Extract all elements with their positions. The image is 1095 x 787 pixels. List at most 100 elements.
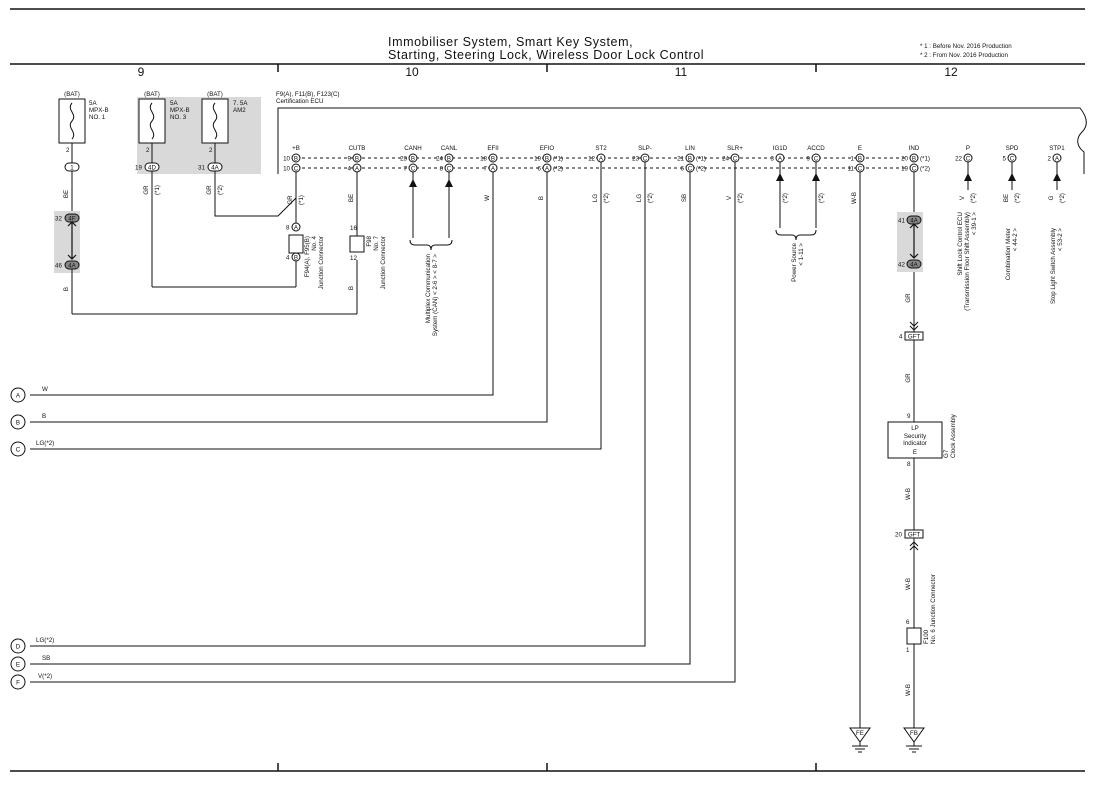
junction-connector-f94: A 8 B 4 F94(A), F95(B)No. 4Junction Conn… [286, 222, 325, 289]
svg-text:FE: FE [856, 730, 864, 737]
ecu-pin-number: 24 [436, 155, 443, 162]
ecu-pin-number: 24 [722, 155, 729, 162]
svg-text:32: 32 [55, 216, 62, 223]
svg-text:GR: GR [905, 293, 912, 303]
ecu-pin-number: 9 [348, 155, 352, 162]
svg-text:SB: SB [681, 194, 688, 202]
svg-text:GR: GR [905, 373, 912, 383]
ecu-pin-connector-letter: B [912, 155, 916, 162]
ecu-pin: C10 [283, 163, 301, 173]
column-11: 11 [675, 65, 688, 79]
ecu-pin-number: 22 [955, 155, 962, 162]
svg-text:W: W [484, 195, 491, 201]
ecu-pin-production-mark: (*1) [696, 155, 706, 162]
ecu-terminal-labels: +B CUTB CANH CANL EFII EFIO ST2 SLP- LIN… [292, 145, 1065, 152]
svg-text:G: G [1048, 195, 1055, 200]
svg-text:+B: +B [292, 145, 300, 152]
svg-text:B: B [63, 287, 70, 291]
ecu-pin-production-mark: (*1) [920, 155, 930, 162]
svg-text:GR: GR [143, 185, 150, 195]
ecu-pin-connector-letter: A [599, 155, 604, 162]
junction-connector-f100: 6 1 F100No. 6 Junction Connector [906, 574, 937, 654]
svg-text:V: V [959, 195, 966, 200]
svg-text:4F: 4F [68, 216, 75, 223]
ecu-pin-number: 20 [901, 155, 908, 162]
svg-text:(*2): (*2) [782, 193, 789, 203]
svg-text:4A: 4A [68, 263, 76, 270]
ecu-pin-production-mark: (*1) [553, 155, 563, 162]
ecu-pin: C22 [955, 153, 973, 163]
svg-text:(*1): (*1) [154, 185, 161, 195]
svg-text:W-B: W-B [905, 488, 912, 500]
svg-text:(*2): (*2) [818, 193, 825, 203]
reference-labels: Multiplex CommunicationSystem (CAN) < 2-… [425, 212, 1064, 337]
svg-text:B: B [16, 420, 20, 427]
svg-text:6: 6 [906, 619, 910, 626]
svg-text:IND: IND [909, 145, 920, 152]
svg-text:Combination Meter< 44-2 >: Combination Meter< 44-2 > [1005, 228, 1019, 281]
can-brace [409, 239, 453, 251]
ecu-pin: C11 [848, 163, 865, 173]
svg-text:B: B [42, 413, 46, 420]
ecu-pin-connector-letter: C [643, 155, 648, 162]
ecu-pin: B10 [283, 153, 301, 163]
ecu-pin-connector-letter: A [355, 165, 360, 172]
fuse-connectors: 1 4D 19 4A 31 [64, 143, 223, 172]
ground-fe: FE [849, 727, 871, 753]
wire-color-labels: GR (*1) GR (*2) GR (*1) BE B W B LG (*2)… [143, 185, 1066, 696]
svg-text:BE: BE [63, 190, 70, 198]
svg-text:LIN: LIN [685, 145, 695, 152]
svg-text:BE: BE [1003, 194, 1010, 202]
column-10: 10 [405, 65, 419, 79]
svg-text:EFII: EFII [487, 145, 499, 152]
svg-text:GFT: GFT [908, 532, 921, 539]
ecu-pin-number: 7 [404, 165, 408, 172]
ecu-pin-connector-letter: B [411, 155, 415, 162]
ecu-pin: B 20 (*1) [901, 153, 930, 163]
ecu-pin-connector-letter: C [912, 165, 917, 172]
note-1: * 1 : Before Nov. 2016 Production [920, 43, 1012, 50]
ecu-pin-connector-letter: C [688, 165, 693, 172]
svg-text:ST2: ST2 [595, 145, 607, 152]
ecu-pin-number: 19 [534, 155, 541, 162]
svg-text:B: B [538, 196, 545, 200]
svg-text:SPD: SPD [1006, 145, 1019, 152]
ecu-pin: A6(*2) [538, 163, 563, 173]
svg-text:E: E [16, 662, 20, 669]
ecu-pin-connector-letter: B [688, 155, 692, 162]
svg-text:CANH: CANH [404, 145, 422, 152]
ecu-pin-connector-letter: B [294, 155, 298, 162]
ecu-pin: B23 [400, 153, 418, 163]
ecu-pin: C5 [1003, 153, 1017, 163]
column-9: 9 [138, 65, 145, 79]
power-brace [775, 229, 817, 241]
ecu-pin: B1 [851, 153, 865, 163]
svg-text:Stop Light Switch Assembly< 53: Stop Light Switch Assembly< 53-2 > [1050, 227, 1064, 304]
svg-text:GFT: GFT [908, 334, 921, 341]
diagram-title-line1: Immobiliser System, Smart Key System, [388, 35, 633, 49]
ecu-pin-number: 12 [588, 155, 595, 162]
svg-text:Shift Lock Control ECU(Transmi: Shift Lock Control ECU(Transmission Floo… [957, 212, 978, 311]
svg-text:(*2): (*2) [970, 193, 977, 203]
svg-text:F94(A), F95(B)No. 4Junction Co: F94(A), F95(B)No. 4Junction Connector [304, 235, 325, 289]
svg-text:BE: BE [348, 194, 355, 202]
svg-text:CUTB: CUTB [349, 145, 366, 152]
ecu-pin-connector-letter: C [733, 155, 738, 162]
ecu-pin-connector-letter: C [858, 165, 863, 172]
svg-text:GR: GR [287, 195, 294, 205]
svg-text:2: 2 [146, 147, 150, 154]
svg-text:W-B: W-B [905, 684, 912, 696]
ecu-pin: C19(*2) [901, 163, 930, 173]
svg-text:20: 20 [895, 532, 902, 539]
svg-text:2: 2 [66, 147, 70, 154]
svg-text:P: P [966, 145, 970, 152]
svg-text:4D: 4D [148, 165, 156, 172]
ecu-pin-connector-letter: C [294, 165, 299, 172]
ecu-pin: C7 [404, 163, 418, 173]
svg-text:EFIO: EFIO [540, 145, 555, 152]
svg-text:1: 1 [906, 647, 910, 654]
svg-text:LG(*2): LG(*2) [36, 637, 54, 644]
ecu-pin: A2 [1048, 153, 1062, 163]
